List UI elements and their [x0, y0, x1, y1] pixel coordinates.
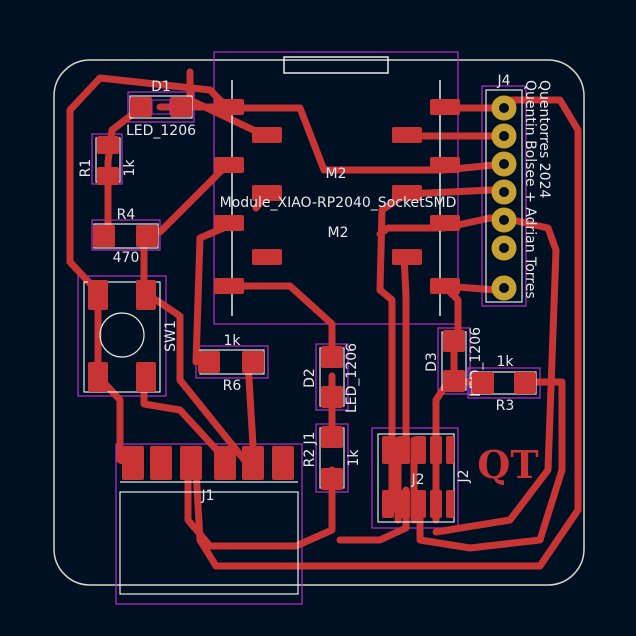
d2-ref: D2 — [302, 368, 318, 388]
credits-text: Quentin Bolsee + Adrian Torres — [522, 80, 538, 299]
switch-sw1: SW1 — [83, 280, 179, 393]
board-edge — [53, 59, 585, 586]
xiao-module: M2 Module_XIAO-RP2040_SocketSMD M2 — [214, 56, 460, 316]
led-d1: D1 LED_1206 — [126, 79, 196, 139]
led-d3: D3 LED_1206 — [424, 327, 484, 397]
connector-j1: J1 — [119, 446, 299, 595]
j2-ref: J2 — [410, 472, 424, 488]
module-value: Module_XIAO-RP2040_SocketSMD — [220, 195, 457, 211]
resistor-r1: R1 1k — [78, 136, 138, 185]
d2-value: LED_1206 — [344, 343, 360, 413]
j4-ref: J4 — [496, 73, 510, 89]
module-ref-fab: M2 — [328, 225, 349, 241]
r3-value: 1k — [496, 354, 514, 370]
qt-logo: QT — [477, 442, 538, 487]
led-d2: D2 LED_1206 — [302, 343, 360, 413]
r1-ref: R1 — [78, 159, 94, 178]
r1-value: 1k — [122, 159, 138, 177]
d1-value: LED_1206 — [126, 123, 196, 139]
j1-ref: J1 — [200, 488, 214, 504]
r6-value: 1k — [223, 333, 241, 349]
resistor-r6: 1k R6 — [198, 333, 265, 394]
r3-ref: R3 — [496, 398, 515, 414]
header-j4: J4 — [485, 73, 523, 303]
j1-ref-alt: J1 — [302, 431, 318, 445]
r2-ref: R2 — [302, 449, 318, 468]
resistor-r2: R2 1k — [302, 426, 362, 490]
connector-j2: J2 J2 — [377, 433, 472, 523]
r2-value: 1k — [346, 449, 362, 467]
r4-value: 470 — [113, 250, 140, 266]
sw1-ref: SW1 — [163, 320, 179, 352]
title-text: Quentorres 2024 — [536, 80, 552, 198]
resistor-r3: 1k R3 — [471, 354, 537, 414]
r4-ref: R4 — [117, 207, 136, 223]
module-ref: M2 — [326, 166, 347, 182]
d1-ref: D1 — [151, 79, 171, 95]
d3-ref: D3 — [424, 352, 440, 372]
r6-ref: R6 — [223, 378, 242, 394]
resistor-r4: R4 470 — [93, 207, 159, 266]
j2-ref-side: J2 — [456, 469, 472, 483]
